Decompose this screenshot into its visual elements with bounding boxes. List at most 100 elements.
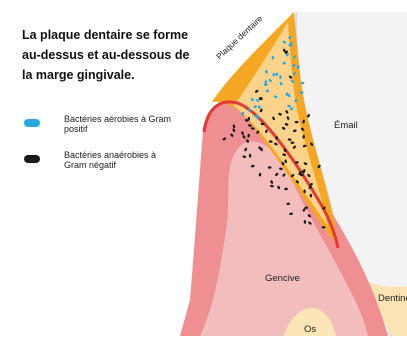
aerobic-bacterium bbox=[265, 89, 270, 93]
aerobic-bacterium bbox=[264, 80, 268, 84]
aerobic-bacterium bbox=[300, 81, 305, 85]
anaerobic-bacterium bbox=[307, 114, 310, 118]
aerobic-bacterium bbox=[272, 72, 276, 77]
anaerobic-bacterium bbox=[304, 206, 309, 209]
anaerobic-bacterium bbox=[295, 161, 299, 164]
anaerobic-bacterium bbox=[284, 123, 289, 126]
anaerobic-bacterium bbox=[292, 145, 296, 149]
aerobic-bacterium bbox=[290, 41, 293, 46]
anaerobic-bacterium bbox=[232, 124, 236, 129]
legend-item-anaerobic: Bactéries anaérobies à Gram négatif bbox=[24, 150, 174, 170]
anaerobic-bacterium bbox=[281, 126, 286, 130]
anaerobic-bacterium bbox=[250, 164, 255, 168]
aerobic-bacterium bbox=[268, 78, 272, 83]
anaerobic-bacterium bbox=[308, 221, 312, 225]
anaerobic-bacterium bbox=[295, 180, 299, 184]
anaerobic-bacterium bbox=[309, 193, 313, 198]
dentine-shape bbox=[368, 282, 407, 336]
anaerobic-bacterium bbox=[222, 137, 227, 141]
gum-inner-shape bbox=[200, 141, 368, 336]
enamel-shape bbox=[296, 12, 407, 336]
anaerobic-bacterium bbox=[278, 112, 282, 116]
anaerobic-bacterium bbox=[285, 110, 289, 114]
aerobic-bacterium bbox=[250, 97, 254, 102]
anaerobic-bacterium bbox=[303, 189, 306, 194]
aerobic-bacterium bbox=[282, 61, 287, 65]
aerobic-bacterium bbox=[288, 35, 292, 40]
anaerobic-bacterium bbox=[302, 208, 306, 212]
anaerobic-bacterium bbox=[247, 133, 250, 138]
legend-label-aerobic: Bactéries aérobies à Gram positif bbox=[64, 114, 172, 134]
black-oval-icon bbox=[24, 155, 40, 163]
anaerobic-bacterium bbox=[268, 140, 273, 143]
anaerobic-bacterium bbox=[302, 144, 307, 148]
diagram-title: La plaque dentaire se forme au-dessus et… bbox=[22, 28, 190, 82]
anaerobic-bacterium bbox=[307, 214, 311, 218]
anaerobic-bacterium bbox=[290, 141, 295, 144]
aerobic-bacterium bbox=[253, 105, 258, 108]
anaerobic-bacterium bbox=[283, 148, 287, 153]
anaerobic-bacterium bbox=[286, 202, 291, 206]
anaerobic-bacterium bbox=[303, 162, 308, 166]
anaerobic-bacterium bbox=[275, 136, 278, 140]
anaerobic-bacterium bbox=[265, 129, 268, 134]
aerobic-bacterium bbox=[282, 40, 287, 44]
anaerobic-bacterium bbox=[309, 183, 313, 186]
anaerobic-bacterium bbox=[241, 131, 244, 135]
anaerobic-bacterium bbox=[248, 124, 252, 127]
anaerobic-bacterium bbox=[270, 184, 274, 188]
anaerobic-bacterium bbox=[317, 164, 321, 169]
anaerobic-bacterium bbox=[308, 185, 312, 189]
anaerobic-bacterium bbox=[281, 161, 285, 166]
anaerobic-bacterium bbox=[286, 116, 290, 120]
aerobic-bacterium bbox=[255, 98, 260, 103]
aerobic-bacterium bbox=[279, 75, 282, 79]
anaerobic-bacterium bbox=[267, 166, 272, 169]
anaerobic-bacterium bbox=[284, 187, 288, 191]
anaerobic-bacterium bbox=[322, 206, 326, 210]
anaerobic-bacterium bbox=[289, 212, 293, 216]
anaerobic-bacterium bbox=[283, 48, 286, 53]
aerobic-bacterium bbox=[286, 52, 289, 57]
aerobic-bacterium bbox=[265, 69, 268, 74]
anaerobic-bacterium bbox=[294, 120, 299, 124]
anaerobic-bacterium bbox=[250, 127, 255, 130]
anaerobic-bacterium bbox=[230, 133, 234, 137]
aerobic-bacterium bbox=[271, 55, 275, 60]
anaerobic-bacterium bbox=[270, 180, 274, 184]
aerobic-bacterium bbox=[275, 72, 279, 77]
label-gencive: Gencive bbox=[265, 273, 300, 284]
anaerobic-bacterium bbox=[259, 108, 263, 113]
aerobic-bacterium bbox=[294, 98, 298, 103]
aerobic-bacterium bbox=[241, 111, 245, 116]
label-email: Émail bbox=[334, 120, 358, 131]
blue-oval-icon bbox=[24, 119, 40, 127]
anaerobic-bacterium bbox=[299, 173, 304, 177]
anaerobic-bacterium bbox=[321, 226, 326, 229]
aerobic-bacterium bbox=[257, 105, 262, 109]
anaerobic-bacterium bbox=[242, 155, 247, 159]
anaerobic-bacterium bbox=[288, 75, 293, 79]
label-os: Os bbox=[304, 324, 317, 335]
anaerobic-bacterium bbox=[258, 96, 263, 100]
anaerobic-bacterium bbox=[279, 167, 283, 171]
anaerobic-bacterium bbox=[248, 153, 252, 158]
anaerobic-bacterium bbox=[275, 172, 279, 176]
anaerobic-bacterium bbox=[246, 139, 250, 143]
aerobic-bacterium bbox=[285, 92, 289, 97]
anaerobic-bacterium bbox=[284, 159, 287, 164]
aerobic-bacterium bbox=[287, 93, 291, 98]
anaerobic-bacterium bbox=[260, 122, 265, 126]
anaerobic-bacterium bbox=[256, 130, 260, 134]
aerobic-bacterium bbox=[296, 65, 300, 69]
anaerobic-bacterium bbox=[310, 142, 314, 146]
anaerobic-bacterium bbox=[302, 134, 305, 139]
anaerobic-bacterium bbox=[282, 153, 287, 157]
aerobic-bacterium bbox=[254, 114, 259, 118]
anaerobic-bacterium bbox=[232, 128, 236, 133]
anaerobic-bacterium bbox=[307, 173, 311, 178]
aerobic-bacterium bbox=[248, 108, 251, 112]
anaerobic-bacterium bbox=[247, 116, 251, 121]
anaerobic-bacterium bbox=[292, 129, 297, 133]
